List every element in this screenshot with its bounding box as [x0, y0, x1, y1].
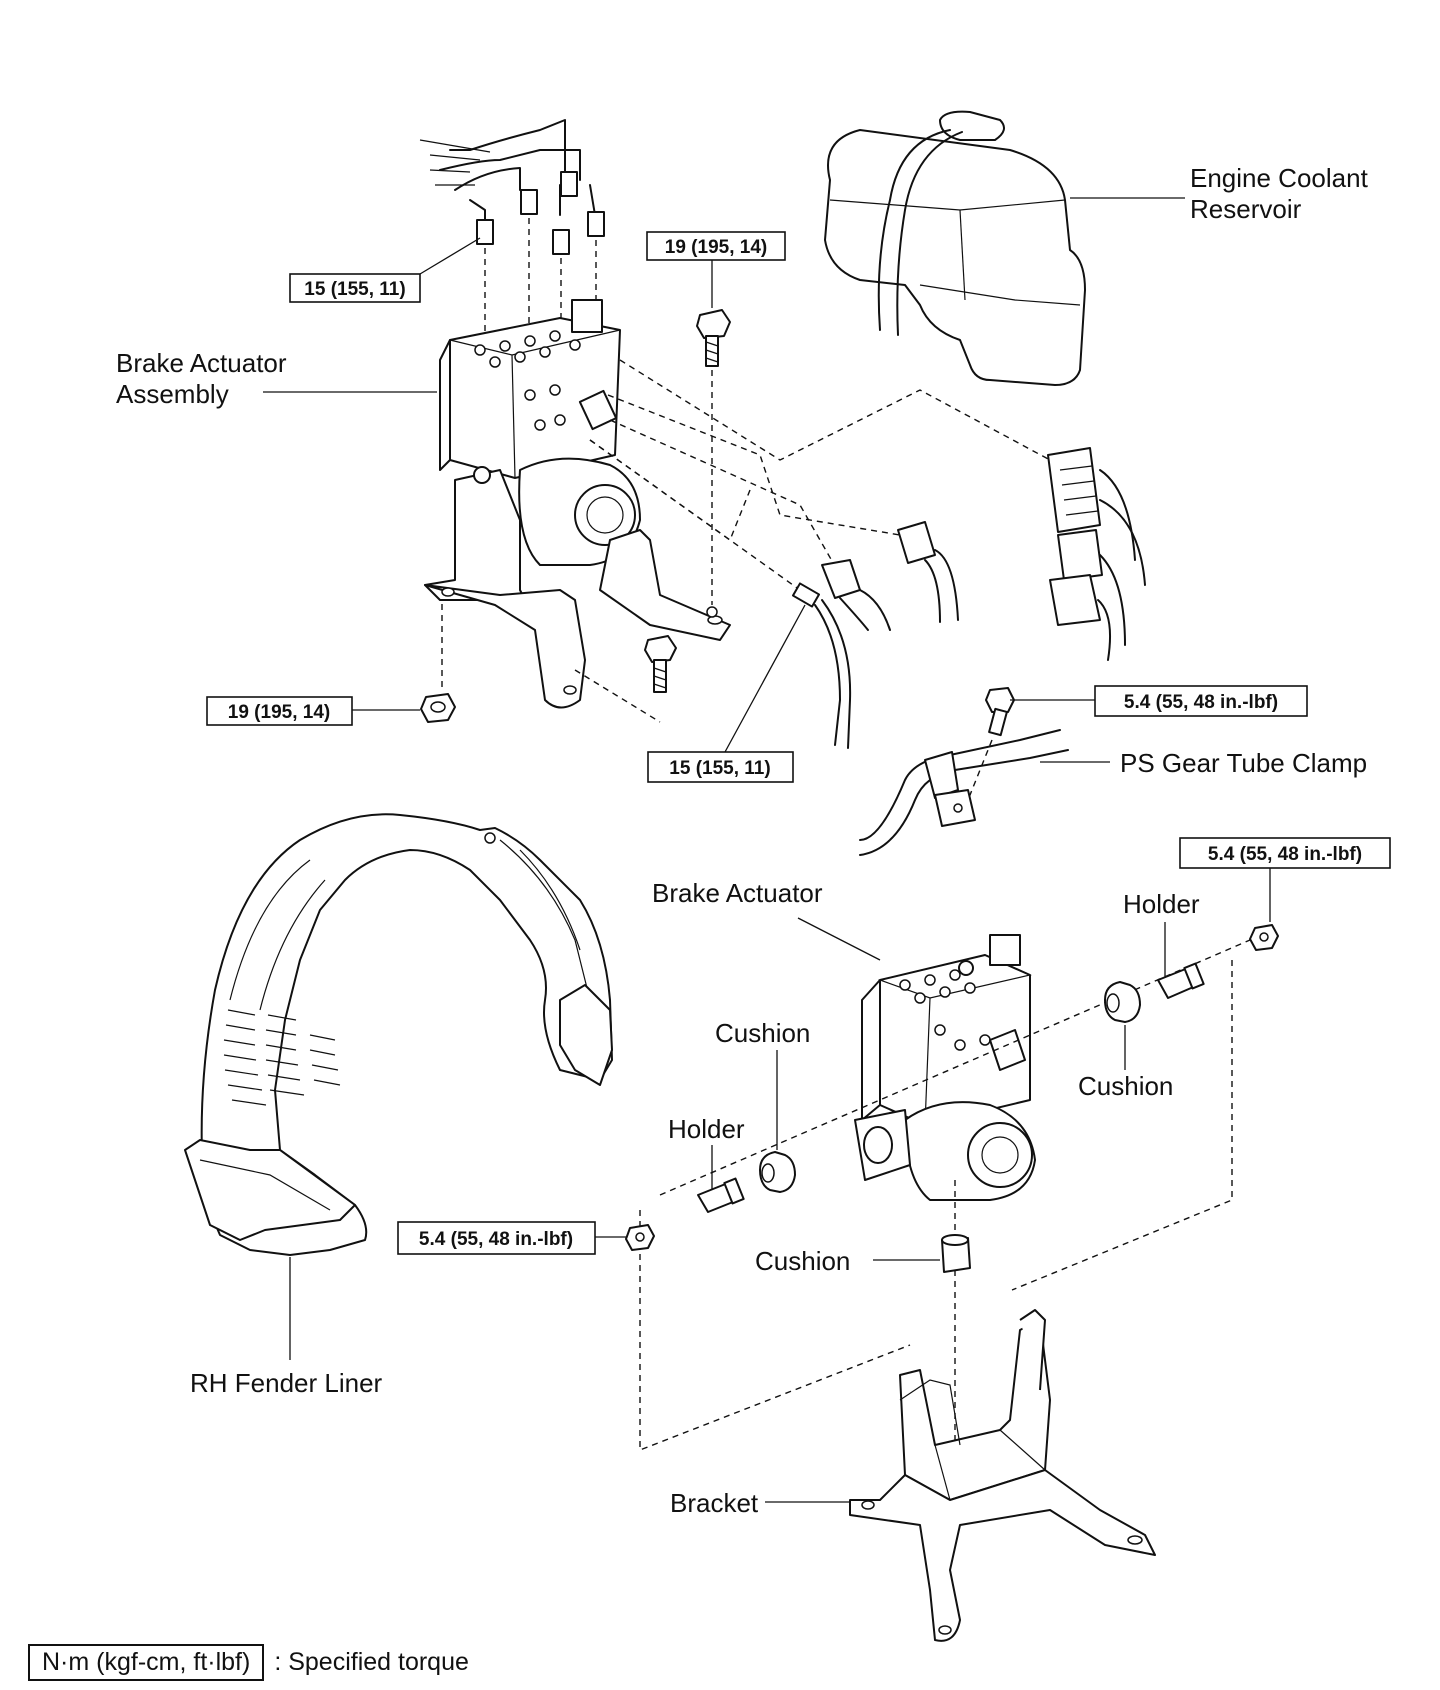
torque-ps-clamp-bolt: 5.4 (55, 48 in.-lbf) [1094, 685, 1308, 717]
rh-fender-liner [184, 813, 613, 1256]
wire-harness-connectors [589, 359, 1146, 749]
svg-text:19 (195, 14): 19 (195, 14) [228, 702, 330, 723]
nut-19-left [420, 604, 456, 723]
label-cushion-lower: Cushion [755, 1246, 850, 1276]
cushion-lower [941, 1234, 971, 1273]
svg-text:5.4 (55, 48 in.-lbf): 5.4 (55, 48 in.-lbf) [1208, 844, 1362, 865]
torque-brake-lines-top: 15 (155, 11) [289, 273, 421, 303]
svg-text:15 (155, 11): 15 (155, 11) [304, 279, 405, 300]
svg-text:15 (155, 11): 15 (155, 11) [669, 758, 770, 779]
brake-actuator-lower [854, 934, 1036, 1201]
label-cushion-upper-left: Cushion [715, 1018, 810, 1048]
torque-legend: N·m (kgf-cm, ft·lbf) : Specified torque [28, 1644, 469, 1681]
label-brake-actuator-assembly-2: Assembly [116, 379, 229, 409]
label-engine-coolant-reservoir-1: Engine Coolant [1190, 163, 1369, 193]
label-cushion-right: Cushion [1078, 1071, 1173, 1101]
label-brake-actuator-assembly-1: Brake Actuator [116, 348, 287, 378]
label-brake-actuator: Brake Actuator [652, 878, 823, 908]
holder-left [697, 1177, 745, 1213]
label-engine-coolant-reservoir-2: Reservoir [1190, 194, 1302, 224]
ps-gear-tube-clamp [859, 687, 1069, 856]
label-holder-left: Holder [668, 1114, 745, 1144]
label-holder-right: Holder [1123, 889, 1200, 919]
torque-actuator-nut-left: 19 (195, 14) [206, 696, 353, 726]
nut-left [625, 1224, 655, 1251]
torque-unit-box: N·m (kgf-cm, ft·lbf) [28, 1644, 265, 1681]
label-rh-fender-liner: RH Fender Liner [190, 1368, 383, 1398]
torque-holder-nut-right: 5.4 (55, 48 in.-lbf) [1179, 837, 1391, 869]
torque-brake-line-lower: 15 (155, 11) [647, 751, 794, 783]
cushion-right [1104, 981, 1141, 1023]
leader-brake-actuator [797, 917, 881, 961]
torque-actuator-bolt-top: 19 (195, 14) [646, 231, 786, 261]
torque-legend-text: : Specified torque [274, 1648, 469, 1676]
leader-tq-lines-top [419, 237, 481, 275]
svg-text:5.4 (55, 48 in.-lbf): 5.4 (55, 48 in.-lbf) [1124, 692, 1278, 713]
holder-right [1157, 962, 1205, 999]
bracket-lower [849, 1309, 1156, 1642]
svg-text:19 (195, 14): 19 (195, 14) [665, 237, 767, 258]
lower-bolt-upper-bracket [574, 635, 677, 723]
torque-holder-nut-left: 5.4 (55, 48 in.-lbf) [397, 1221, 596, 1255]
engine-coolant-reservoir [824, 110, 1086, 386]
cushion-left [759, 1151, 796, 1193]
brake-actuator-assembly-upper [419, 119, 731, 709]
upper-bolt-19 [696, 309, 731, 618]
nut-right [1249, 924, 1279, 951]
label-ps-gear-tube-clamp: PS Gear Tube Clamp [1120, 748, 1367, 778]
label-bracket: Bracket [670, 1488, 759, 1518]
svg-text:5.4 (55, 48 in.-lbf): 5.4 (55, 48 in.-lbf) [419, 1229, 573, 1250]
leader-tq-line-lower [724, 604, 806, 753]
